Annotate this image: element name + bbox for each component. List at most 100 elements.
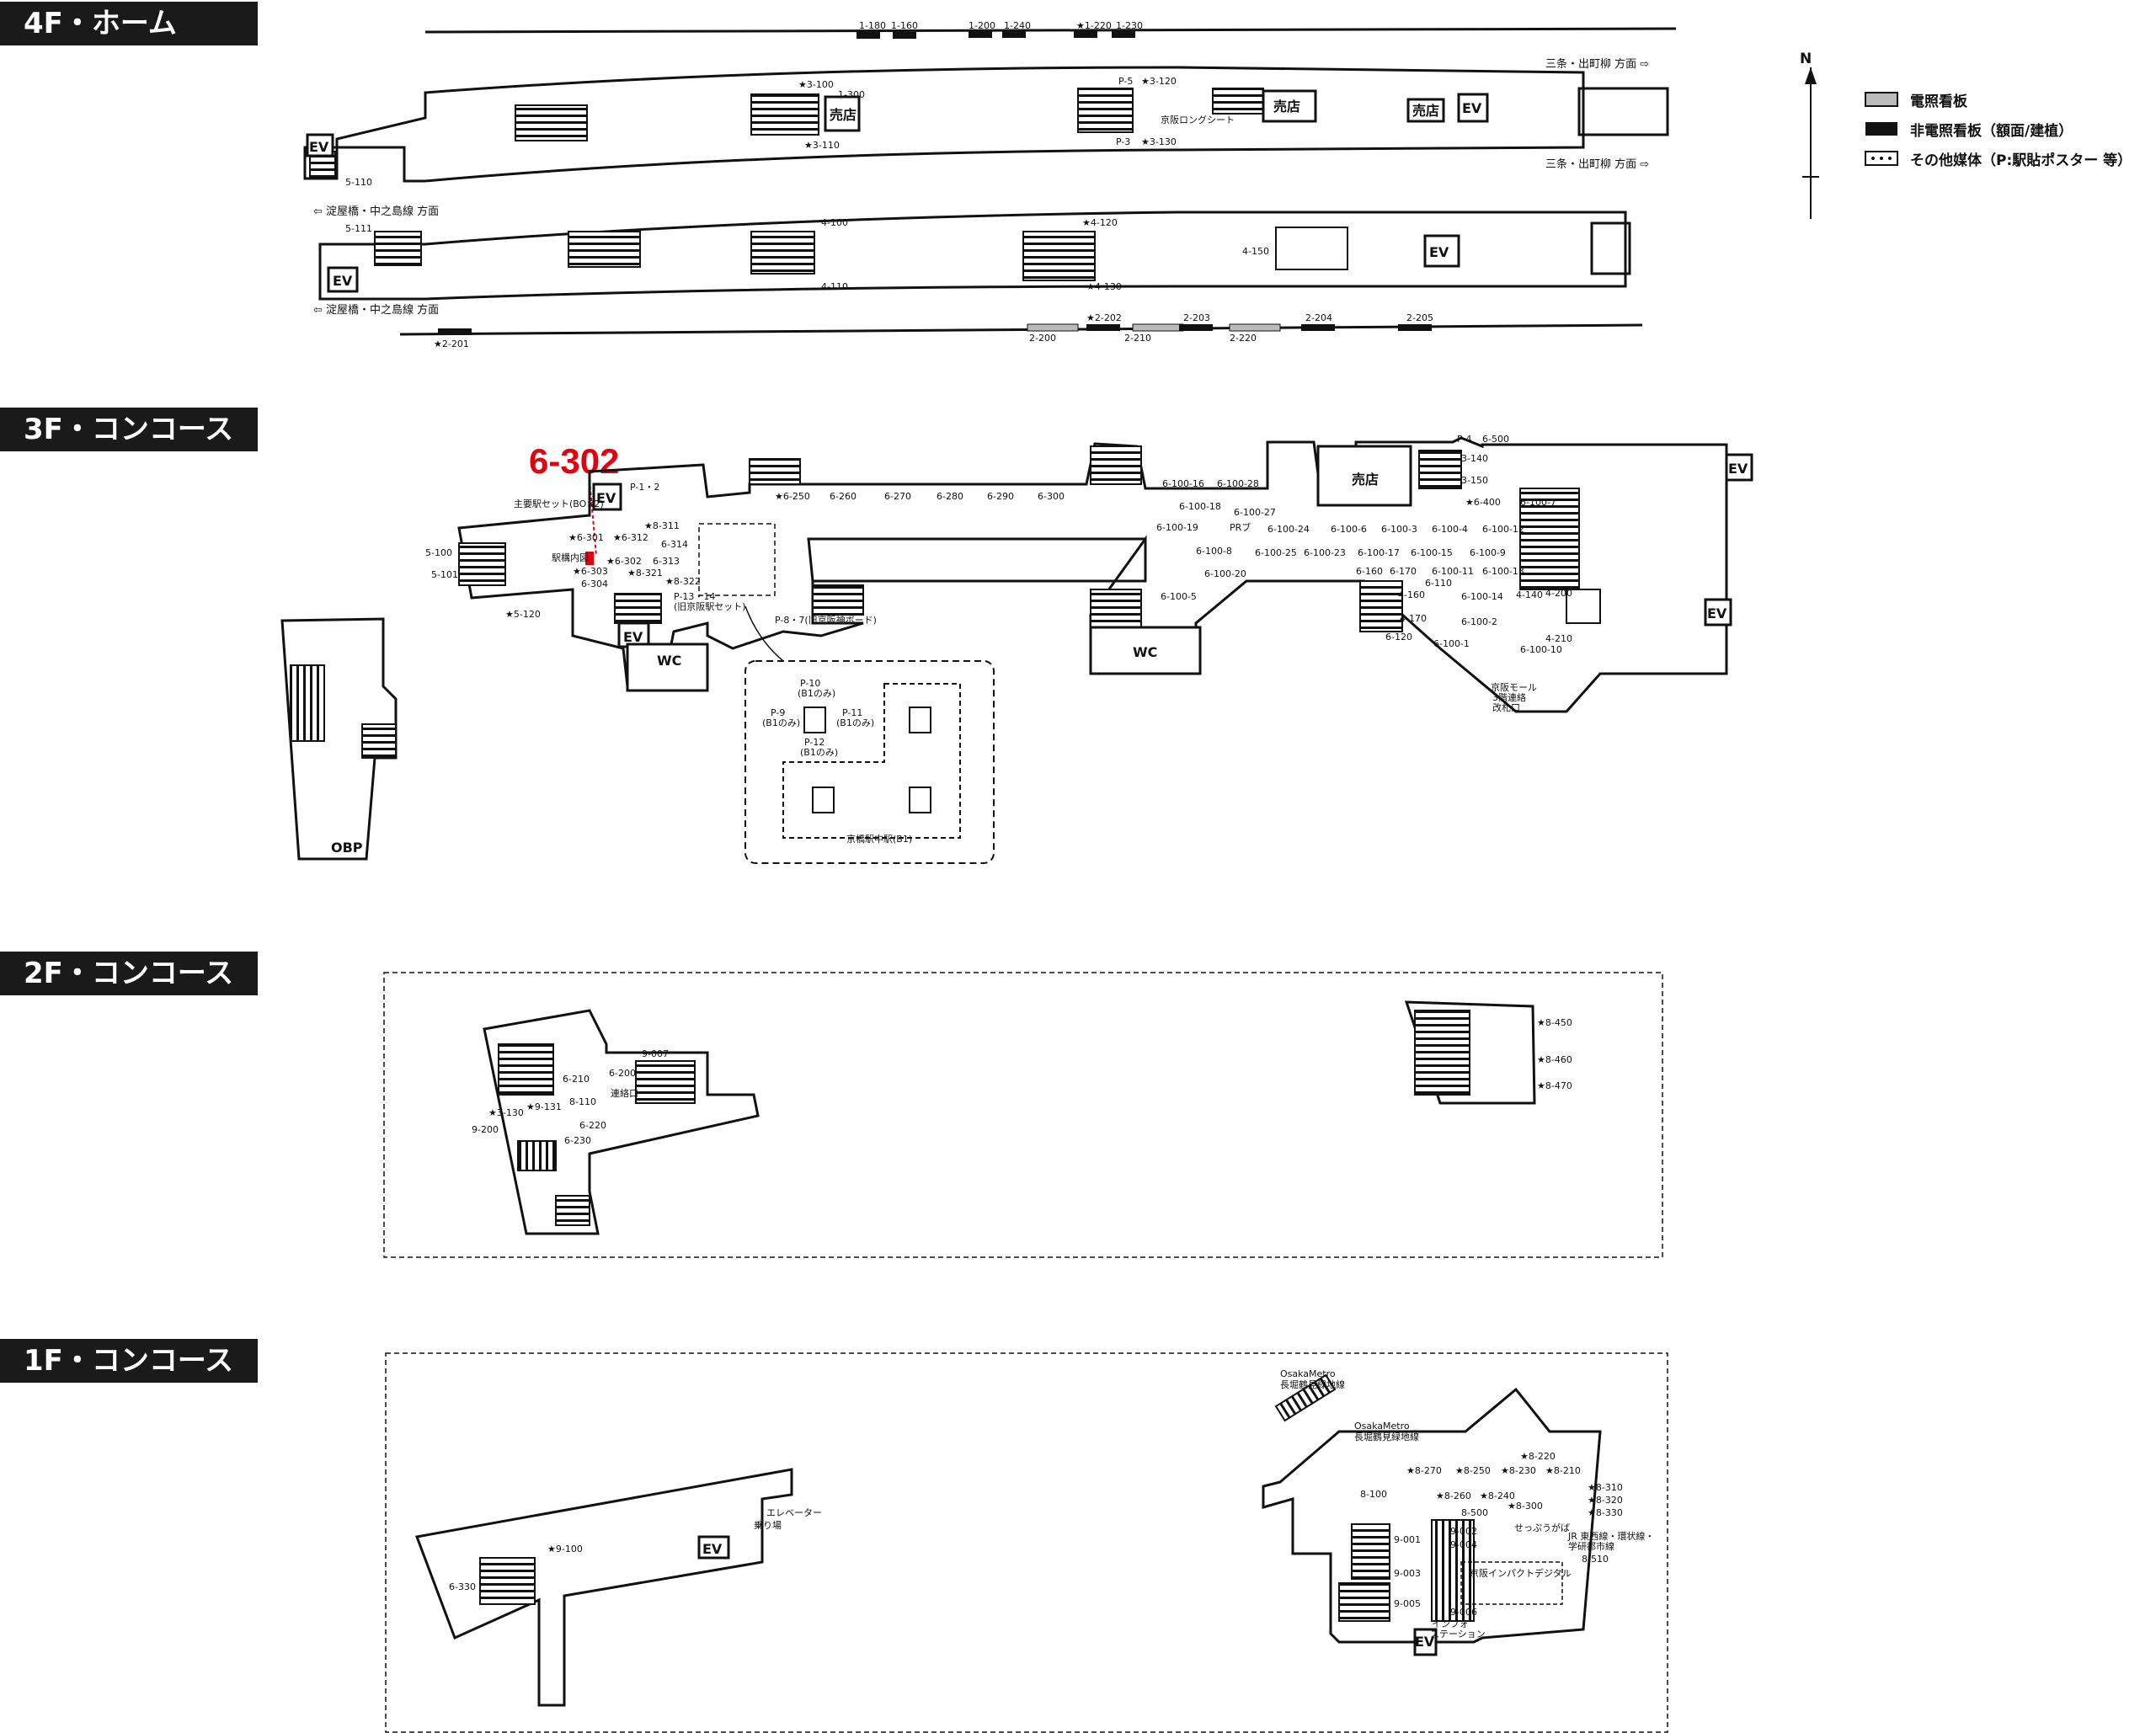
metro-label: OsakaMetro [1354,1421,1410,1432]
wc-label: WC [1133,644,1157,660]
shop-label: 売店 [1352,472,1379,488]
sign-label: 6-100-9 [1470,547,1506,558]
floor-tab-4f[interactable]: 4F・ホーム [0,2,258,45]
sign-label: エレベーター [766,1507,822,1518]
sign-label: (旧京阪駅セット) [674,600,746,612]
sign-label: 9-001 [1394,1534,1421,1545]
sign-label: 6-100-2 [1461,616,1497,627]
sign-label: 6-304 [581,579,608,589]
sign-label: 5-100 [425,547,452,558]
sign-label: 6-100-10 [1520,644,1562,655]
legend-unlit-label: 非電照看板（額面/建植） [1910,122,2073,140]
sign-label: 2-203 [1183,312,1210,323]
floor-1f-plan [414,1387,1602,1707]
sign-label: ★6-302 [606,556,642,567]
sign-label: 6-100-23 [1304,547,1346,558]
ev-label: EV [1462,100,1482,116]
floor-4f-bottom-signs: ★2-202 2-203 2-204 2-205 ★2-201 2-200 2-… [434,312,1433,349]
sign-label: 9-200 [472,1124,499,1135]
sign-label: 京阪インパクトデジタル [1470,1567,1572,1579]
sign-label: 6-260 [830,491,857,502]
sign-label: 9-007 [642,1048,669,1059]
sign-label: 6-120 [1385,632,1412,643]
sign-label: 6-220 [579,1120,606,1131]
sign-label: 6-100-24 [1267,524,1310,535]
sign-label: 6-100-1 [1433,638,1470,649]
sign-label: ★8-300 [1508,1501,1543,1512]
highlight-sign-label: 6-302 [529,441,619,481]
floor-tab-3f[interactable]: 3F・コンコース [0,408,258,451]
direction-label: ⇦ 淀屋橋・中之島線 方面 [313,205,439,218]
sign-label: 京橋駅中駅(B1) [846,833,912,845]
floor-2f-frame [383,972,1663,1258]
sign-label: ★8-230 [1501,1465,1536,1476]
sign-label: 6-290 [987,491,1014,502]
sign-label: 4-140 [1516,589,1543,600]
sign-label: ★8-260 [1436,1490,1471,1501]
mall-label: 京阪モール [1491,681,1537,693]
ev-label: EV [333,273,353,289]
obp-label: OBP [331,840,363,856]
sign-label: ★8-240 [1480,1490,1515,1501]
sign-label: (B1のみ) [836,717,874,728]
floor-tab-2f[interactable]: 2F・コンコース [0,952,258,995]
shop-label: 売店 [830,107,857,123]
sign-label: 6-100-16 [1162,478,1204,489]
highlighted-sign-marker[interactable] [585,552,594,565]
direction-label: 三条・出町柳 方面 ⇨ [1545,157,1649,171]
direction-label: 三条・出町柳 方面 ⇨ [1545,57,1649,71]
sign-label: (B1のみ) [798,688,835,699]
sign-label: 8-100 [1360,1489,1387,1500]
sign-label: ★6-303 [573,566,608,577]
sign-label: 乗り場 [754,1520,782,1531]
sign-label: 6-100-13 [1482,566,1524,577]
sign-label: 6-100-28 [1217,478,1259,489]
floor-tab-1f[interactable]: 1F・コンコース [0,1339,258,1383]
sign-label: 4-150 [1242,246,1269,257]
sign-label: 6-100-15 [1411,547,1453,558]
floor-4f-stairs [309,88,1348,281]
floor-4f-labels: 三条・出町柳 方面 ⇨ 三条・出町柳 方面 ⇨ ⇦ 淀屋橋・中之島線 方面 ⇦ … [313,57,1649,317]
ev-label: EV [1415,1634,1435,1650]
sign-label: ★5-120 [505,609,541,620]
sign-label: 6-100-8 [1196,546,1232,557]
sign-label: ★8-220 [1520,1451,1556,1462]
sign-label: P-11 [842,707,862,718]
sign-label: 5-111 [345,223,372,234]
sign-label: P-5 [1118,76,1133,87]
sign-label: ★9-100 [547,1544,583,1554]
direction-label: ⇦ 淀屋橋・中之島線 方面 [313,303,439,317]
sign-label: 6-330 [449,1581,476,1592]
sign-label: P-3 [1116,136,1130,147]
sign-label: 6-100-14 [1461,591,1503,602]
sign-label: 京阪ロングシート [1161,114,1235,125]
sign-label: ★6-250 [775,491,810,502]
mall-label: 改札口 [1492,701,1520,713]
sign-label: 6-100-6 [1331,524,1367,535]
floor-4f-plan [303,27,1677,336]
sign-label: 6-160 [1356,566,1383,577]
sign-label: 1-200 [969,20,995,31]
floor-2f-labels: 9-007 6-210 6-200 ★3-130 ★9-131 8-110 6-… [472,1017,1572,1146]
sign-label: 6-170 [1390,566,1417,577]
sign-label: 2-205 [1406,312,1433,323]
sign-label: (B1のみ) [800,747,838,758]
sign-label: ★8-250 [1455,1465,1491,1476]
sign-label: ★8-322 [665,576,701,587]
sign-label: 6-280 [937,491,963,502]
sign-label: JR 東西線・環状線・ [1567,1530,1654,1542]
shop-label: 売店 [1412,103,1439,119]
sign-label: ★4-130 [1086,281,1122,292]
floor-2f-plan [483,1000,1536,1235]
sign-label: 9-006 [1450,1607,1477,1618]
legend-lit-label: 電照看板 [1910,93,1968,110]
sign-label: P-12 [804,737,825,748]
sign-label: P-9 [771,707,785,718]
sign-label: P-1・2 [630,482,659,493]
sign-label: 主要駅セット(BO×2) [514,499,604,509]
sign-label: ★3-130 [488,1107,524,1118]
legend-other-label: その他媒体（P:駅貼ポスター 等） [1910,152,2132,169]
sign-label: 6-314 [661,539,688,550]
sign-label: P-4 [1457,434,1471,445]
